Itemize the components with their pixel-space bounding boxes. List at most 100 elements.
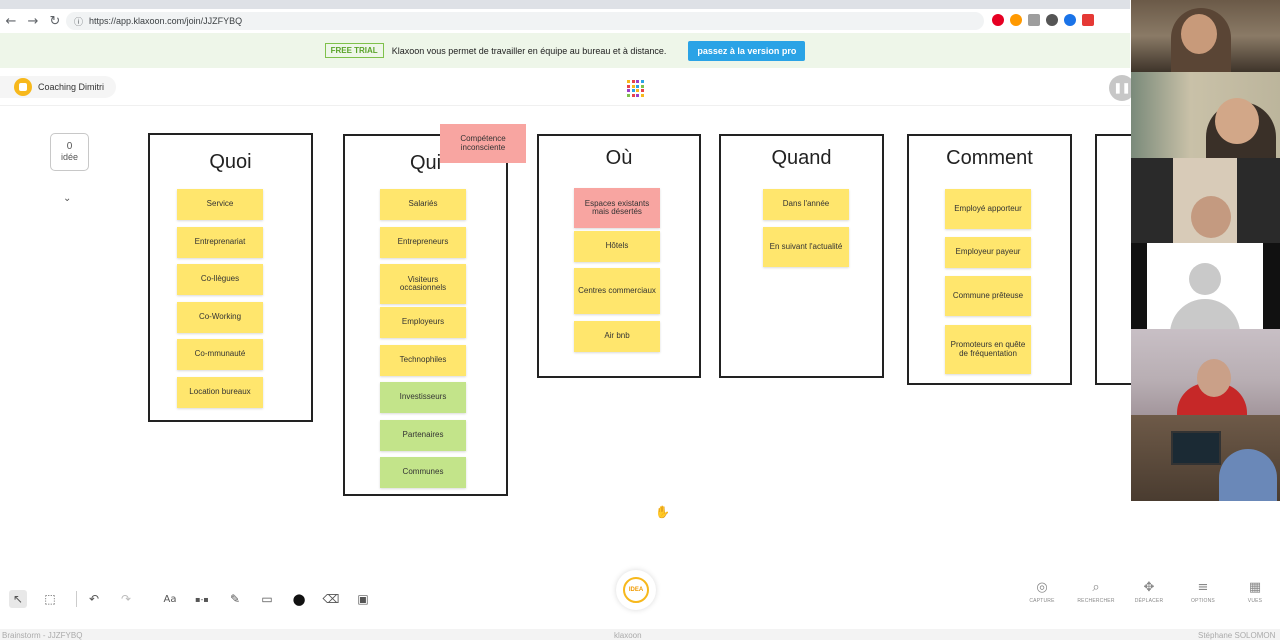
reload-icon[interactable]: ↻	[49, 13, 61, 29]
search-button[interactable]: ⌕ RECHERCHER	[1071, 580, 1121, 604]
color-picker-icon[interactable]: ●	[292, 590, 306, 608]
search-icon: ⌕	[1092, 580, 1100, 595]
sticky-note[interactable]: Service	[177, 189, 263, 220]
video-tile	[1131, 243, 1280, 329]
multi-select-tool-icon[interactable]: ⬚	[44, 592, 56, 606]
chevron-down-icon[interactable]: ⌄	[63, 193, 72, 204]
move-label: DÉPLACER	[1134, 598, 1164, 604]
forward-arrow-icon[interactable]: →	[27, 13, 39, 29]
sticky-note[interactable]: Employeurs	[380, 307, 466, 338]
search-label: RECHERCHER	[1077, 598, 1115, 604]
views-button[interactable]: ▦ VUES	[1230, 580, 1280, 604]
pause-icon[interactable]: ❚❚	[1109, 75, 1135, 101]
footer-brand: klaxoon	[614, 631, 642, 640]
text-tool-icon[interactable]: Aa	[163, 593, 177, 605]
idea-button-label: IDEA	[623, 577, 649, 603]
sticky-note[interactable]: Co-Working	[177, 302, 263, 333]
column-quand[interactable]: Quand Dans l'année En suivant l'actualit…	[719, 134, 884, 378]
column-title: Quoi	[209, 151, 252, 173]
connector-tool-icon[interactable]: ▪-▪	[195, 594, 209, 604]
session-icon	[14, 78, 32, 96]
sticky-note[interactable]: Promoteurs en quête de fréquentation	[945, 325, 1031, 374]
sticky-note[interactable]: Centres commerciaux	[574, 268, 660, 314]
idea-button[interactable]: IDEA	[616, 570, 656, 610]
extension-icons	[992, 14, 1094, 26]
column-title: Qui	[409, 152, 442, 174]
url-text: https://app.klaxoon.com/join/JJZFYBQ	[89, 16, 243, 26]
capture-icon: ◎	[1036, 580, 1048, 595]
browser-toolbar: ← → ↻ ⓘ https://app.klaxoon.com/join/JJZ…	[0, 9, 1130, 33]
site-info-icon[interactable]: ⓘ	[74, 17, 84, 28]
select-tool-icon[interactable]: ↖	[9, 590, 27, 608]
sticky-note[interactable]: Technophiles	[380, 345, 466, 376]
sticky-note[interactable]: Partenaires	[380, 420, 466, 451]
redo-icon[interactable]: ↷	[120, 592, 132, 606]
shape-tool-icon[interactable]: ▭	[261, 592, 273, 606]
sticky-note[interactable]: Location bureaux	[177, 377, 263, 408]
move-button[interactable]: ✥ DÉPLACER	[1124, 580, 1174, 604]
sticky-note[interactable]: Air bnb	[574, 321, 660, 352]
sticky-note[interactable]: Entreprenariat	[177, 227, 263, 258]
sticky-note[interactable]: Visiteurs occasionnels	[380, 264, 466, 304]
sticky-note[interactable]: Commune prêteuse	[945, 276, 1031, 316]
column-partial[interactable]	[1095, 134, 1135, 385]
column-title: Quand	[771, 147, 832, 169]
trial-banner: FREE TRIAL Klaxoon vous permet de travai…	[0, 33, 1130, 68]
eraser-icon[interactable]: ⌫	[322, 592, 340, 606]
upgrade-pro-button[interactable]: passez à la version pro	[688, 40, 806, 61]
sticky-note[interactable]: Co-mmunauté	[177, 339, 263, 370]
red-extension-icon[interactable]	[1082, 14, 1094, 26]
floating-sticky-note[interactable]: Compétence inconsciente	[440, 124, 526, 163]
video-tile	[1131, 415, 1280, 501]
footer-user: Stéphane SOLOMON	[1198, 631, 1276, 640]
video-tile	[1131, 0, 1280, 72]
sticky-note[interactable]: Hôtels	[574, 231, 660, 262]
column-ou[interactable]: Où Espaces existants mais désertés Hôtel…	[537, 134, 701, 378]
video-tile	[1131, 72, 1280, 158]
browser-tab-strip	[0, 0, 1130, 9]
status-footer: Brainstorm - JJZFYBQ klaxoon Stéphane SO…	[0, 629, 1280, 640]
sticky-note[interactable]: Entrepreneurs	[380, 227, 466, 258]
idea-count-label: idée	[60, 152, 78, 162]
sticky-note[interactable]: Dans l'année	[763, 189, 849, 220]
pinterest-extension-icon[interactable]	[992, 14, 1004, 26]
options-icon: ≡	[1197, 580, 1209, 595]
options-button[interactable]: ≡ OPTIONS	[1178, 580, 1228, 604]
column-quoi[interactable]: Quoi Service Entreprenariat Co-llègues C…	[148, 133, 313, 422]
sticky-note[interactable]: Salariés	[380, 189, 466, 220]
options-label: OPTIONS	[1191, 598, 1215, 604]
image-tool-icon[interactable]: ▣	[357, 592, 369, 606]
column-comment[interactable]: Comment Employé apporteur Employeur paye…	[907, 134, 1072, 385]
app-header: Coaching Dimitri	[0, 70, 1130, 106]
klaxoon-logo-icon	[627, 80, 644, 97]
grid-extension-icon[interactable]	[1028, 14, 1040, 26]
capture-button[interactable]: ◎ CAPTURE	[1017, 580, 1067, 604]
undo-icon[interactable]: ↶	[88, 592, 100, 606]
session-name: Coaching Dimitri	[38, 82, 105, 92]
back-arrow-icon[interactable]: ←	[5, 13, 17, 29]
blue-extension-icon[interactable]	[1064, 14, 1076, 26]
hand-cursor-icon: ✋	[655, 505, 670, 519]
avatar-placeholder-icon	[1189, 263, 1221, 295]
sticky-note[interactable]: Communes	[380, 457, 466, 488]
column-qui[interactable]: Qui Salariés Entrepreneurs Visiteurs occ…	[343, 134, 508, 496]
video-tile	[1131, 158, 1280, 243]
sticky-note[interactable]: Employé apporteur	[945, 189, 1031, 229]
play-extension-icon[interactable]	[1010, 14, 1022, 26]
views-label: VUES	[1247, 598, 1263, 604]
sticky-note[interactable]: Co-llègues	[177, 264, 263, 295]
free-trial-badge: FREE TRIAL	[324, 43, 384, 58]
sticky-note[interactable]: En suivant l'actualité	[763, 227, 849, 267]
sticky-note[interactable]: Espaces existants mais désertés	[574, 188, 660, 228]
pen-tool-icon[interactable]: ✎	[229, 592, 241, 606]
sticky-note[interactable]: Employeur payeur	[945, 237, 1031, 268]
address-bar[interactable]: ⓘ https://app.klaxoon.com/join/JJZFYBQ	[66, 12, 984, 30]
idea-counter[interactable]: 0 idée	[50, 133, 89, 171]
video-tile	[1131, 329, 1280, 415]
session-pill[interactable]: Coaching Dimitri	[0, 76, 117, 98]
column-title: Comment	[946, 147, 1033, 169]
sticky-note[interactable]: Investisseurs	[380, 382, 466, 413]
circle-extension-icon[interactable]	[1046, 14, 1058, 26]
toolbar-divider	[76, 591, 77, 607]
